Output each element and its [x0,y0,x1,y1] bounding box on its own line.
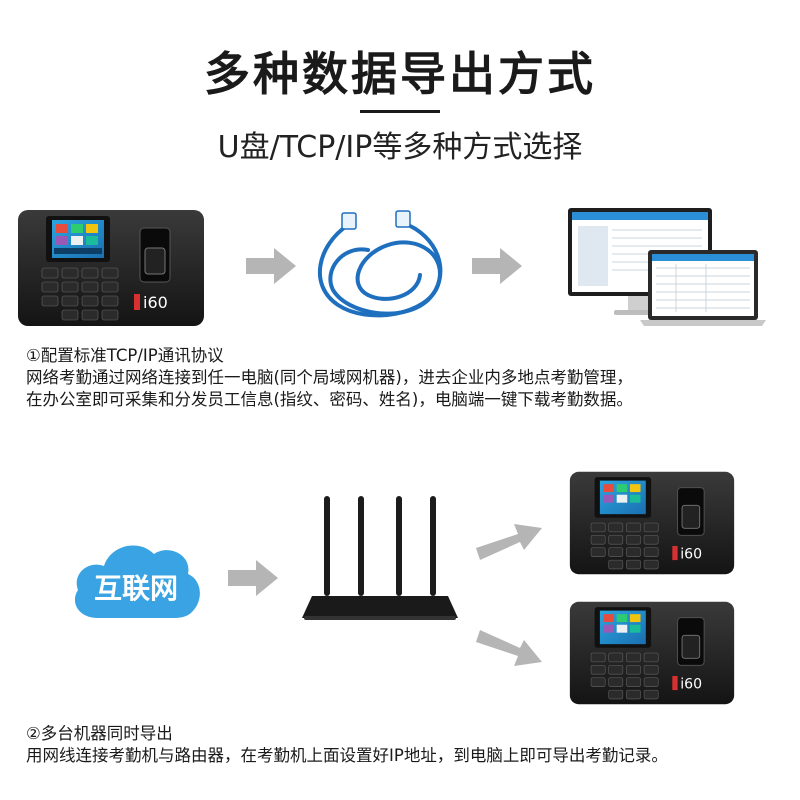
section1-line1: 网络考勤通过网络连接到任一电脑(同个局域网机器)，进去企业内多地点考勤管理， [26,368,633,387]
page-subtitle: U盘/TCP/IP等多种方式选择 [217,130,583,165]
cloud-icon: 互联网 [74,545,200,618]
device-model-label: i60 [680,546,702,562]
arrow-right-icon [228,560,278,596]
device-model-label: i60 [680,676,702,692]
title-underline [360,110,440,113]
arrow-down-right-icon [476,630,542,666]
attendance-device-3: i60 [569,601,735,705]
page-title: 多种数据导出方式 [204,47,596,101]
arrow-right-icon [472,248,522,284]
section1-line2: 在办公室即可采集和分发员工信息(指纹、密码、姓名)，电脑端一键下载考勤数据。 [26,390,633,409]
network-cable-icon [318,210,443,318]
arrow-up-right-icon [476,524,542,560]
cloud-label: 互联网 [94,572,178,605]
router-icon [302,496,458,620]
computer-icon [568,208,766,326]
attendance-device-1: i60 [18,210,204,326]
section2-line1: 用网线连接考勤机与路由器，在考勤机上面设置好IP地址，到电脑上即可导出考勤记录。 [26,746,668,765]
device-model-label: i60 [143,293,168,312]
section2-heading: ②多台机器同时导出 [26,724,173,743]
attendance-device-2: i60 [569,471,735,575]
arrow-right-icon [246,248,296,284]
section1-heading: ①配置标准TCP/IP通讯协议 [26,346,224,365]
